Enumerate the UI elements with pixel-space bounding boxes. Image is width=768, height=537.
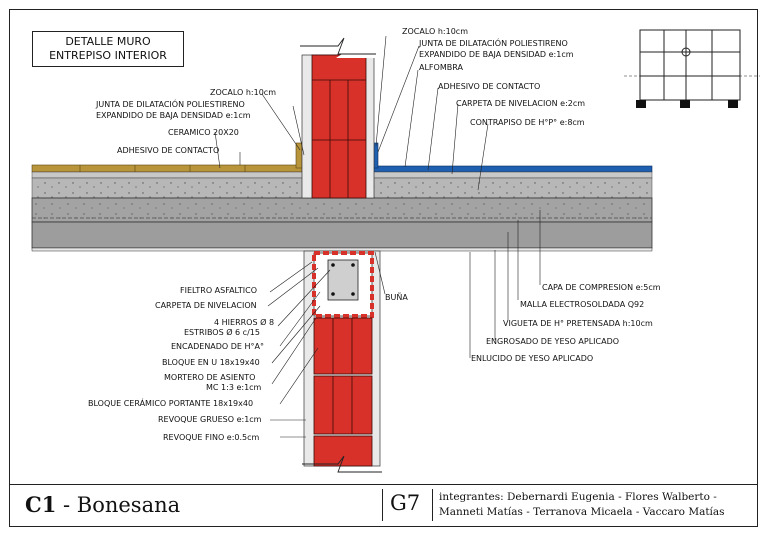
key-plan xyxy=(624,29,760,101)
screed-layer-right xyxy=(371,177,653,199)
detail-title-line1: DETALLE MURO xyxy=(65,35,151,48)
carpet-layer xyxy=(371,165,653,173)
plaster-ceiling xyxy=(31,247,653,252)
label-malla: MALLA ELECTROSOLDADA Q92 xyxy=(520,300,644,309)
label-ceramico: CERAMICO 20X20 xyxy=(168,128,239,137)
leveling-layer-right xyxy=(371,171,653,179)
label-junta-right-2: EXPANDIDO DE BAJA DENSIDAD e:1cm xyxy=(419,50,574,59)
footer-divider xyxy=(382,489,383,521)
label-zocalo-right: ZOCALO h:10cm xyxy=(402,27,468,36)
detail-title-line2: ENTREPISO INTERIOR xyxy=(49,49,167,62)
label-fieltro: FIELTRO ASFALTICO xyxy=(180,286,257,295)
title-block-footer: C1 - Bonesana G7 integrantes: Debernardi… xyxy=(9,484,758,527)
members-line-1: integrantes: Debernardi Eugenia - Flores… xyxy=(439,491,717,503)
label-carpeta-nivelacion-right: CARPETA DE NIVELACION e:2cm xyxy=(456,99,585,108)
label-alfombra: ALFOMBRA xyxy=(419,63,463,72)
label-revoque-grueso: REVOQUE GRUESO e:1cm xyxy=(158,415,262,424)
label-engrosado: ENGROSADO DE YESO APLICADO xyxy=(486,337,619,346)
leveling-layer-left xyxy=(31,171,313,179)
lower-wall-brick-2 xyxy=(313,375,373,435)
label-mortero-1: MORTERO DE ASIENTO xyxy=(164,373,255,382)
label-adhesivo-left: ADHESIVO DE CONTACTO xyxy=(117,146,219,155)
ceramic-skirting xyxy=(295,142,303,169)
ceramic-tile-layer xyxy=(31,164,303,173)
label-mortero-2: MC 1:3 e:1cm xyxy=(206,383,262,392)
compression-slab xyxy=(31,197,653,223)
label-bloque-u: BLOQUE EN U 18x19x40 xyxy=(162,358,260,367)
lower-wall-brick-3 xyxy=(313,435,373,467)
course-label: C1 - Bonesana xyxy=(25,492,180,517)
lower-brick-lines xyxy=(332,318,353,434)
footer-divider-2 xyxy=(432,489,433,521)
label-carpeta-nivelacion-lower: CARPETA DE NIVELACION xyxy=(155,301,257,310)
rebar-dots xyxy=(331,263,355,296)
label-capa-compresion: CAPA DE COMPRESION e:5cm xyxy=(542,283,661,292)
key-plan-footings xyxy=(636,100,738,108)
label-buna: BUÑA xyxy=(385,292,408,302)
group-label: G7 xyxy=(390,491,421,515)
label-junta-left-2: EXPANDIDO DE BAJA DENSIDAD e:1cm xyxy=(96,111,251,120)
upper-break-mark xyxy=(300,38,376,58)
course-name: - Bonesana xyxy=(56,493,181,517)
members-line-2: Manneti Matías - Terranova Micaela - Vac… xyxy=(439,506,725,518)
lower-wall-brick-1 xyxy=(313,317,373,375)
label-adhesivo-right: ADHESIVO DE CONTACTO xyxy=(438,82,540,91)
label-estribos: ESTRIBOS Ø 6 c/15 xyxy=(184,327,260,337)
detail-title-box: DETALLE MURO ENTREPISO INTERIOR xyxy=(32,31,184,67)
label-enlucido: ENLUCIDO DE YESO APLICADO xyxy=(471,354,593,363)
lower-break-line xyxy=(302,455,382,473)
upper-brick-lines xyxy=(312,79,366,198)
upper-break-line xyxy=(300,37,376,55)
label-vigueta: VIGUETA DE H° PRETENSADA h:10cm xyxy=(503,319,653,328)
course-code: C1 xyxy=(25,492,57,517)
upper-wall-brick xyxy=(311,54,367,199)
label-hierros: 4 HIERROS Ø 8 xyxy=(214,317,274,327)
label-encadenado: ENCADENADO DE H°A° xyxy=(171,342,264,351)
label-bloque-ceramico: BLOQUE CERÁMICO PORTANTE 18x19x40 xyxy=(88,397,253,408)
ceramic-joints xyxy=(79,165,246,172)
screed-layer-left xyxy=(31,177,313,199)
label-zocalo-left: ZOCALO h:10cm xyxy=(210,88,276,97)
label-revoque-fino: REVOQUE FINO e:0.5cm xyxy=(163,433,260,442)
label-contrapiso: CONTRAPISO DE H°P° e:8cm xyxy=(470,118,585,127)
u-block-brick xyxy=(312,251,374,318)
leader-lines xyxy=(214,35,541,438)
label-junta-left-1: JUNTA DE DILATACIÓN POLIESTIRENO xyxy=(95,98,245,109)
joist-slab xyxy=(31,221,653,249)
label-junta-right-1: JUNTA DE DILATACIÓN POLIESTIRENO xyxy=(418,37,568,48)
members-list: integrantes: Debernardi Eugenia - Flores… xyxy=(439,490,754,520)
drawing-frame xyxy=(9,9,758,527)
